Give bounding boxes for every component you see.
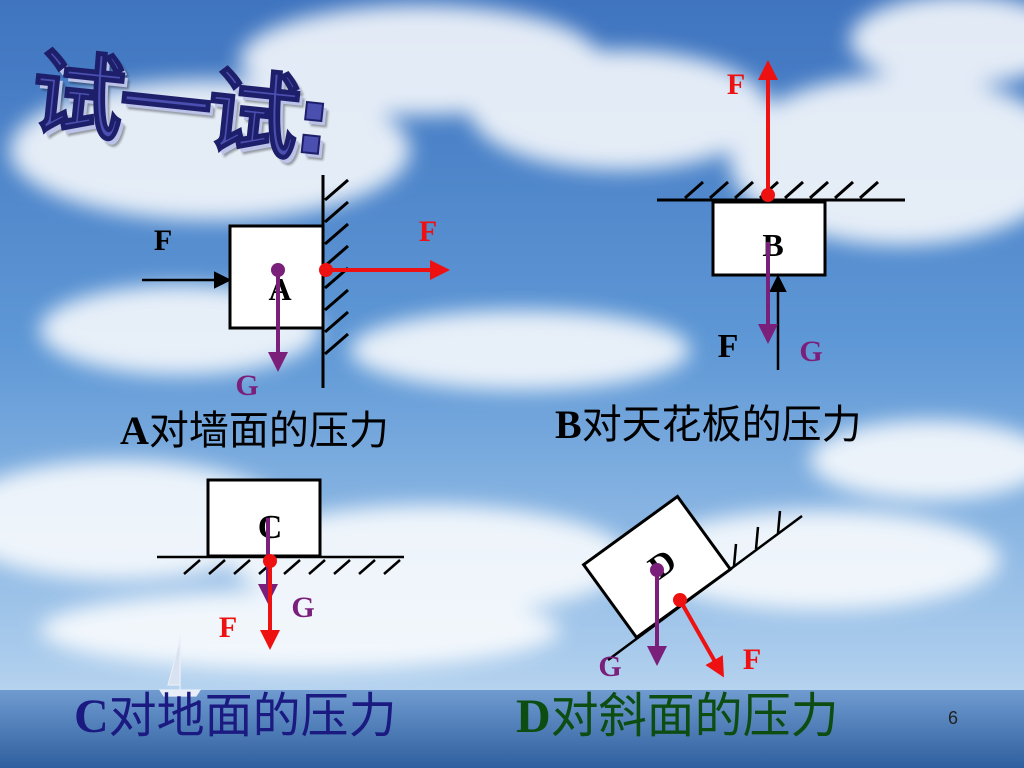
center-of-mass-d (650, 563, 664, 577)
gravity-label-d: G (598, 650, 621, 683)
gravity-label-c: G (291, 591, 314, 624)
diagram-a: A F F G (142, 175, 450, 402)
block-b-label: B (762, 227, 783, 263)
sea (0, 690, 1024, 768)
caption-c: C对地面的压力 (74, 676, 397, 746)
page-number: 6 (948, 708, 959, 728)
ceiling-b (657, 180, 905, 202)
pressure-label-c: F (219, 611, 237, 644)
diagram-c: C F G (157, 478, 404, 650)
caption-b: B对天花板的压力 (555, 392, 862, 450)
center-of-mass-a (271, 263, 285, 277)
pressure-arrow-d (678, 599, 724, 678)
caption-d-letter: D (516, 690, 551, 743)
applied-force-label-a: F (154, 224, 172, 257)
caption-d-text: 对斜面的压力 (550, 688, 839, 744)
pressure-point-d (673, 593, 687, 607)
gravity-label-b: G (799, 335, 822, 368)
pressure-label-a: F (419, 215, 437, 248)
applied-force-label-b: F (718, 328, 739, 365)
gravity-label-a: G (235, 369, 258, 402)
pressure-label-d: F (743, 643, 761, 676)
block-c (206, 478, 322, 558)
diagram-d: D F G (581, 494, 803, 683)
caption-a: A对墙面的压力 (120, 398, 389, 456)
wall-a (321, 175, 349, 388)
caption-c-letter: C (74, 690, 109, 743)
pressure-point-c (263, 554, 277, 568)
pressure-label-b: F (727, 68, 745, 101)
diagram-b: B F F G (657, 60, 905, 370)
caption-b-letter: B (555, 402, 582, 447)
caption-c-text: 对地面的压力 (108, 688, 397, 744)
pressure-point-a (319, 263, 333, 277)
caption-d: D对斜面的压力 (516, 676, 839, 746)
clouds (0, 0, 1024, 670)
sailboat (158, 635, 202, 697)
caption-a-letter: A (120, 408, 149, 453)
caption-b-text: 对天花板的压力 (581, 402, 862, 448)
ground-c (157, 555, 404, 575)
caption-a-text: 对墙面的压力 (148, 408, 389, 454)
pressure-point-b (761, 188, 775, 202)
